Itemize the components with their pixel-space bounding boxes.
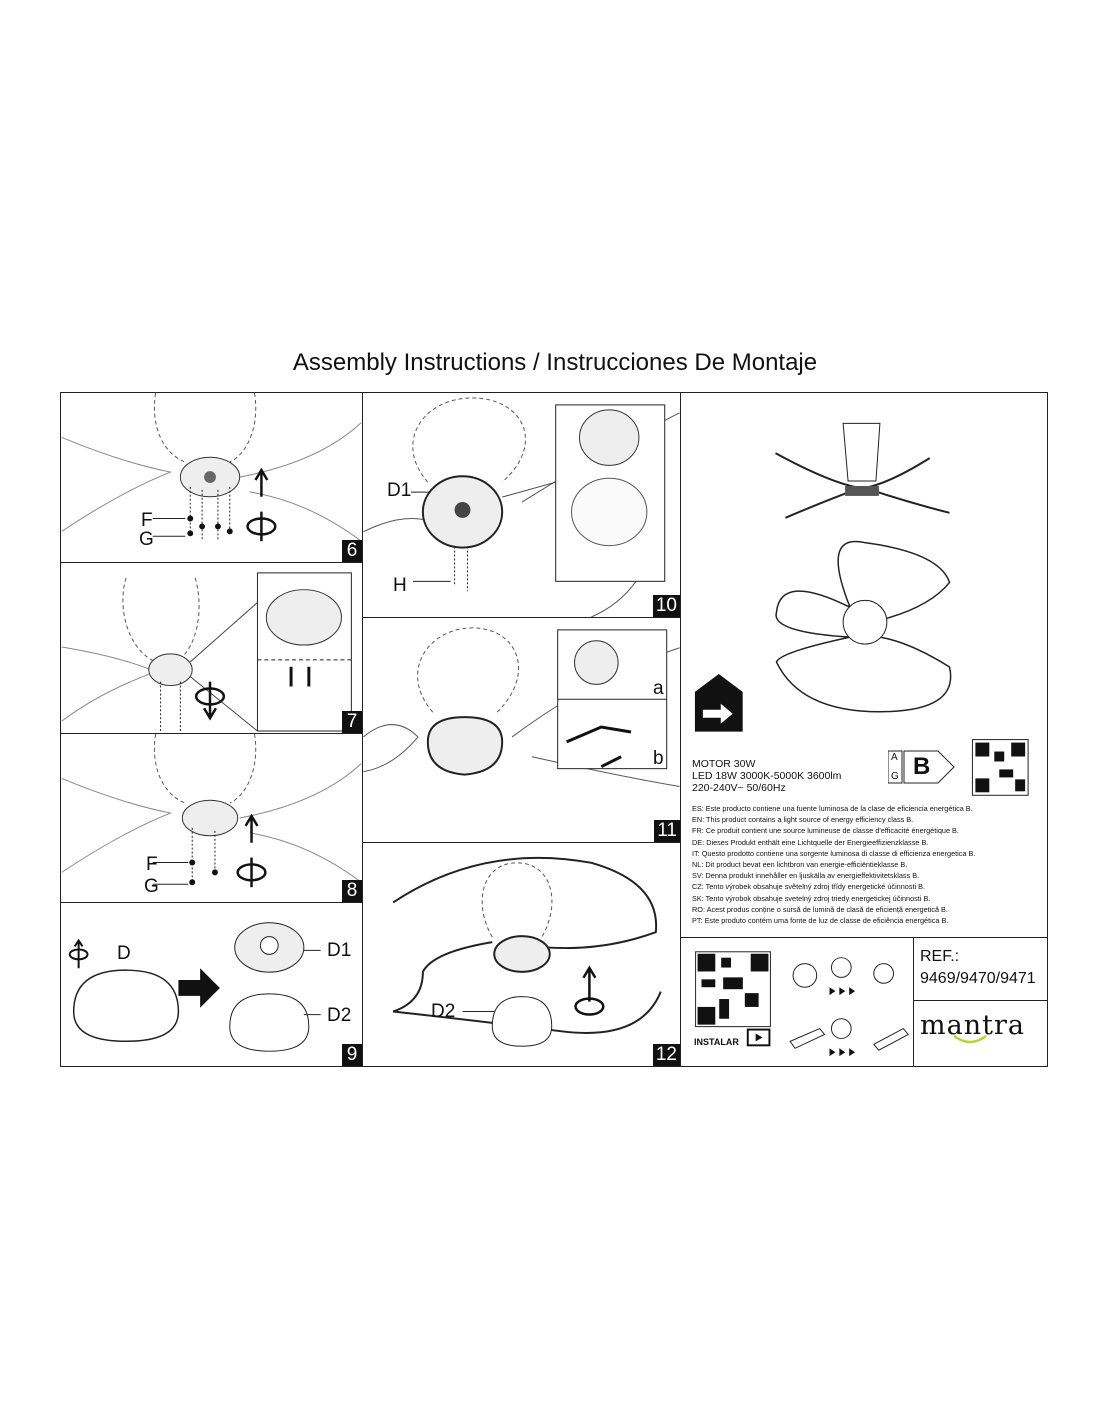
step-9-panel: D D1 D2 9 <box>60 902 363 1067</box>
label-g: G <box>144 876 159 897</box>
energy-class-label: A G B <box>887 750 958 791</box>
label-f: F <box>146 854 158 875</box>
legal-line: CZ: Tento výrobek obsahuje světelný zdro… <box>692 882 926 892</box>
brand-cell <box>913 1000 1048 1067</box>
legal-line: NL: Dit product bevat een lichtbron van … <box>692 860 908 870</box>
step-11-illustration <box>363 627 680 787</box>
spec-led: LED 18W 3000K-5000K 3600lm <box>692 770 842 782</box>
legal-line: EN: This product contains a light source… <box>692 815 914 825</box>
page-title: Assembly Instructions / Instrucciones De… <box>292 349 818 376</box>
step-number: 11 <box>654 820 680 842</box>
step-9-illustration <box>68 922 321 1052</box>
step-12-panel: D2 12 <box>362 842 681 1067</box>
energy-class-value: B <box>913 753 931 780</box>
label-f: F <box>141 510 153 531</box>
step-6-panel: F G 6 <box>60 392 363 563</box>
fan-product-illustration <box>694 422 1029 796</box>
step-10-panel: D1 H 10 <box>362 392 681 618</box>
label-b: b <box>653 748 664 769</box>
install-info-panel: INSTALAR <box>680 937 914 1067</box>
step-8-illustration <box>61 734 362 888</box>
label-d: D <box>117 943 131 964</box>
step-12-illustration <box>392 856 662 1047</box>
ref-label: REF.: <box>920 948 960 965</box>
instalar-label: INSTALAR <box>694 1037 739 1047</box>
energy-legal-text: ES: Este producto contiene una fuente lu… <box>692 803 975 926</box>
ref-cell <box>913 937 1048 1001</box>
step-6-illustration <box>61 393 362 542</box>
label-d1: D1 <box>327 940 352 961</box>
spec-block: MOTOR 30W LED 18W 3000K-5000K 3600lm 220… <box>692 758 841 794</box>
product-info-panel <box>680 392 1048 938</box>
step-10-illustration <box>363 397 680 617</box>
legal-line: DE: Dieses Produkt enthält eine Lichtque… <box>692 837 929 847</box>
spec-motor: MOTOR 30W <box>692 758 756 770</box>
legal-line: PT: Este produto contém uma fonte de luz… <box>692 916 949 926</box>
legal-line: FR: Ce produit contient une source lumin… <box>692 826 959 836</box>
step-8-panel: F G 8 <box>60 733 363 903</box>
mantra-logo: mantra <box>920 1010 1025 1041</box>
label-d2: D2 <box>327 1005 352 1026</box>
label-h: H <box>393 575 407 596</box>
step-7-illustration <box>61 572 352 733</box>
install-icons <box>695 951 910 1057</box>
legal-line: ES: Este producto contiene una fuente lu… <box>692 804 973 813</box>
energy-scale-bottom: G <box>891 771 899 782</box>
ref-block: REF.: 9469/9470/9471 <box>920 946 1036 990</box>
label-d2: D2 <box>431 1001 456 1022</box>
step-number: 10 <box>652 595 680 617</box>
legal-line: SV: Denna produkt innehåller en ljuskäll… <box>692 871 920 881</box>
logo-smile-accent <box>953 1034 987 1044</box>
step-11-panel: a b 11 <box>362 617 681 843</box>
legal-line: SK: Tento výrobok obsahuje svetelný zdro… <box>692 893 931 903</box>
spec-power: 220-240V~ 50/60Hz <box>692 782 786 794</box>
label-g: G <box>139 529 154 550</box>
step-number: 6 <box>342 540 362 562</box>
ref-value: 9469/9470/9471 <box>920 970 1036 987</box>
step-7-panel: 7 <box>60 562 363 734</box>
step-number: 12 <box>652 1044 680 1066</box>
legal-line: RO: Acest produs conține o sursă de lumi… <box>692 904 948 914</box>
step-number: 9 <box>342 1044 362 1066</box>
step-number: 8 <box>342 880 362 902</box>
label-a: a <box>653 678 664 699</box>
energy-scale-top: A <box>891 752 898 763</box>
label-d1: D1 <box>387 480 412 501</box>
step-number: 7 <box>342 711 362 733</box>
legal-line: IT: Questo prodotto contiene una sorgent… <box>692 848 976 858</box>
